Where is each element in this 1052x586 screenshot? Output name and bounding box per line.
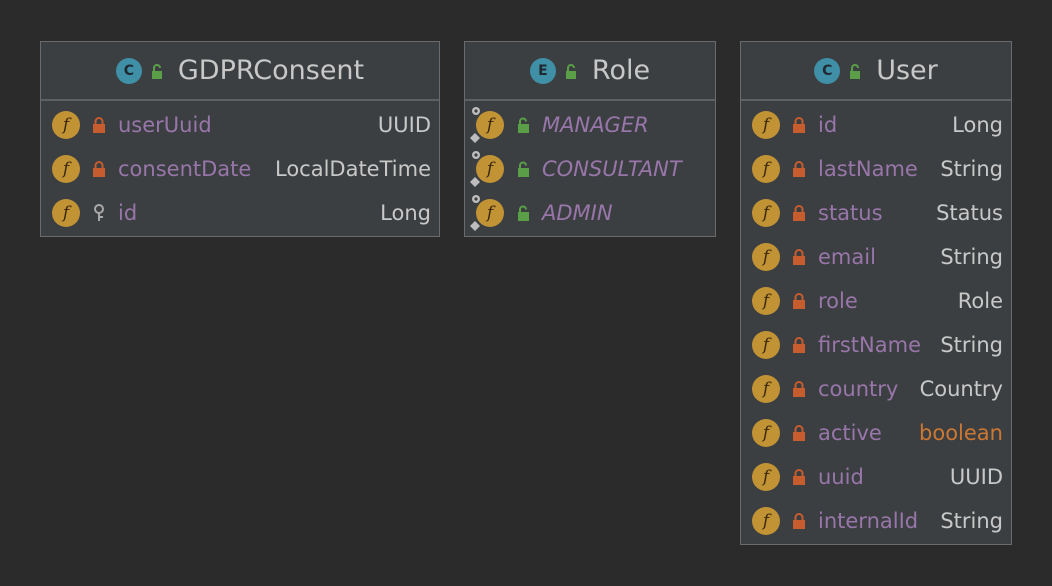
private-lock-icon — [790, 204, 808, 222]
private-lock-icon — [790, 424, 808, 442]
private-lock-icon — [790, 336, 808, 354]
field-icon: f — [752, 199, 780, 227]
enum-icon: E — [529, 57, 556, 84]
field-icon: f — [52, 111, 80, 139]
field-type: String — [940, 333, 1003, 357]
field-name: email — [818, 245, 876, 269]
field-icon: f — [752, 243, 780, 271]
field-name: lastName — [818, 157, 918, 181]
private-lock-icon — [790, 468, 808, 486]
private-lock-icon — [790, 292, 808, 310]
field-row[interactable]: f active boolean — [741, 411, 1011, 455]
final-pin-icon — [470, 177, 480, 187]
private-lock-icon — [790, 380, 808, 398]
field-icon: f — [752, 419, 780, 447]
field-icon: f — [470, 151, 504, 187]
field-row[interactable]: f id Long — [741, 103, 1011, 147]
public-lock-icon — [514, 116, 532, 134]
field-name: MANAGER — [542, 113, 649, 137]
field-type: Role — [957, 289, 1003, 313]
class-icon: C — [115, 57, 142, 84]
static-gear-icon — [472, 151, 480, 159]
field-name: id — [818, 113, 838, 137]
field-name: internalId — [818, 509, 919, 533]
field-name: uuid — [818, 465, 864, 489]
static-gear-icon — [472, 195, 480, 203]
public-lock-icon — [151, 63, 162, 79]
field-row[interactable]: f id Long — [41, 191, 439, 235]
field-type: LocalDateTime — [274, 157, 431, 181]
private-lock-icon — [790, 512, 808, 530]
field-type: Long — [952, 113, 1003, 137]
field-name: ADMIN — [542, 201, 613, 225]
public-lock-icon — [514, 204, 532, 222]
field-icon: f — [52, 155, 80, 183]
public-lock-icon — [850, 63, 861, 79]
key-icon — [90, 204, 108, 222]
private-lock-icon — [90, 160, 108, 178]
field-type: UUID — [949, 465, 1003, 489]
field-type: boolean — [919, 421, 1003, 445]
field-type: Long — [380, 201, 431, 225]
field-name: CONSULTANT — [542, 157, 682, 181]
field-icon: f — [752, 331, 780, 359]
field-row[interactable]: f email String — [741, 235, 1011, 279]
field-icon: f — [752, 507, 780, 535]
field-name: firstName — [818, 333, 921, 357]
field-icon: f — [752, 463, 780, 491]
enum-constant-row[interactable]: f CONSULTANT — [465, 147, 715, 191]
enum-constant-row[interactable]: f MANAGER — [465, 103, 715, 147]
field-type: String — [940, 157, 1003, 181]
field-row[interactable]: f internalId String — [741, 499, 1011, 543]
enum-constant-row[interactable]: f ADMIN — [465, 191, 715, 235]
field-row[interactable]: f country Country — [741, 367, 1011, 411]
field-icon: f — [752, 155, 780, 183]
entity-role[interactable]: E Role f MANAGER f CONSULTANT — [464, 41, 716, 237]
field-icon: f — [752, 287, 780, 315]
entity-gdprconsent[interactable]: C GDPRConsent f userUuid UUID f consentD… — [40, 41, 440, 237]
field-name: id — [118, 201, 138, 225]
public-lock-icon — [565, 63, 576, 79]
private-lock-icon — [90, 116, 108, 134]
field-icon: f — [752, 375, 780, 403]
field-icon: f — [470, 195, 504, 231]
field-name: status — [818, 201, 883, 225]
class-icon: C — [814, 57, 841, 84]
private-lock-icon — [790, 248, 808, 266]
field-row[interactable]: f firstName String — [741, 323, 1011, 367]
field-name: userUuid — [118, 113, 212, 137]
static-gear-icon — [472, 107, 480, 115]
field-type: String — [940, 509, 1003, 533]
field-row[interactable]: f status Status — [741, 191, 1011, 235]
field-row[interactable]: f uuid UUID — [741, 455, 1011, 499]
private-lock-icon — [790, 160, 808, 178]
entity-title: Role — [591, 55, 651, 86]
field-icon: f — [470, 107, 504, 143]
field-type: UUID — [377, 113, 431, 137]
field-type: Country — [919, 377, 1003, 401]
public-lock-icon — [514, 160, 532, 178]
field-name: role — [818, 289, 858, 313]
field-icon: f — [52, 199, 80, 227]
entity-header: C User — [741, 42, 1011, 101]
private-lock-icon — [790, 116, 808, 134]
field-icon: f — [752, 111, 780, 139]
field-row[interactable]: f lastName String — [741, 147, 1011, 191]
final-pin-icon — [470, 221, 480, 231]
entity-title: User — [876, 55, 938, 86]
entity-header: E Role — [465, 42, 715, 101]
field-row[interactable]: f userUuid UUID — [41, 103, 439, 147]
entity-title: GDPRConsent — [177, 55, 365, 86]
field-name: active — [818, 421, 882, 445]
field-row[interactable]: f consentDate LocalDateTime — [41, 147, 439, 191]
final-pin-icon — [470, 133, 480, 143]
field-name: consentDate — [118, 157, 252, 181]
field-type: Status — [936, 201, 1003, 225]
entity-header: C GDPRConsent — [41, 42, 439, 101]
field-name: country — [818, 377, 899, 401]
field-type: String — [940, 245, 1003, 269]
field-row[interactable]: f role Role — [741, 279, 1011, 323]
